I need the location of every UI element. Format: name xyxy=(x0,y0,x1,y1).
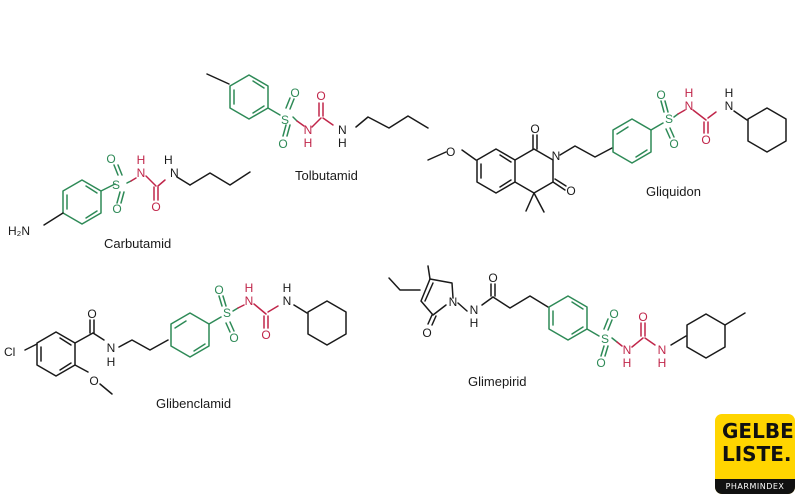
glibenclamid-carbonyl-oxygen-urea: O xyxy=(261,328,270,342)
glibenclamid-nh-nitrogen: N xyxy=(245,294,254,308)
glimepirid-urea-hydrogen: H xyxy=(658,356,667,370)
carbutamid-amine-label: H₂N xyxy=(8,224,30,238)
glibenclamid-structure: Cl O N H O S O O N H O N H xyxy=(4,281,347,395)
logo-line-1: GELBE xyxy=(722,419,794,443)
tolbutamid-butyl-hydrogen: H xyxy=(338,136,347,150)
gliquidon-label: Gliquidon xyxy=(646,184,701,199)
carbutamid-structure: H₂N S O O N H O N H xyxy=(8,152,251,238)
carbutamid-carbonyl-oxygen: O xyxy=(151,200,160,214)
gliquidon-lactam-ring xyxy=(514,148,554,194)
gliquidon-benzo-ring xyxy=(476,148,516,194)
glimepirid-amide-oxygen: O xyxy=(488,271,497,285)
glimepirid-phenyl-ring xyxy=(548,295,588,341)
glibenclamid-nh-hydrogen: H xyxy=(245,281,254,295)
glimepirid-urea-oxygen: O xyxy=(638,310,647,324)
glibenclamid-chlorine-label: Cl xyxy=(4,345,15,359)
carbutamid-benzene-ring xyxy=(62,179,102,225)
tolbutamid-sulfonyl-oxygen-top: O xyxy=(290,86,299,100)
gliquidon-nh-nitrogen: N xyxy=(685,99,694,113)
tolbutamid-butyl-nitrogen: N xyxy=(338,123,347,137)
glibenclamid-methoxy-oxygen: O xyxy=(89,374,98,388)
gliquidon-cyclohexyl-ring xyxy=(747,107,787,153)
gliquidon-methoxy-oxygen: O xyxy=(446,145,455,159)
glimepirid-sulfonyl-oxygen-top: O xyxy=(609,307,618,321)
glibenclamid-sulfur-label: S xyxy=(223,306,231,320)
glimepirid-ring-nitrogen: N xyxy=(449,295,458,309)
glimepirid-cyclohexyl-ring xyxy=(686,313,726,359)
gliquidon-sulfonyl-oxygen-bottom: O xyxy=(669,137,678,151)
glimepirid-nh-nitrogen: N xyxy=(623,343,632,357)
glibenclamid-sulfonyl-oxygen-bottom: O xyxy=(229,331,238,345)
carbutamid-label: Carbutamid xyxy=(104,236,172,251)
gliquidon-ring-nitrogen: N xyxy=(552,149,561,163)
carbutamid-sulfonyl-oxygen-bottom: O xyxy=(112,202,121,216)
tolbutamid-carbonyl-oxygen: O xyxy=(316,89,325,103)
gliquidon-structure: O O N O S O O N H O N H xyxy=(427,86,787,213)
glimepirid-pyrrolinone-ring xyxy=(420,278,454,316)
glimepirid-ring-carbonyl-oxygen: O xyxy=(422,326,431,340)
gliquidon-carbonyl-oxygen-right: O xyxy=(566,184,575,198)
carbutamid-sulfur-label: S xyxy=(112,178,120,192)
tolbutamid-sulfonyl-oxygen-bottom: O xyxy=(278,137,287,151)
gelbe-liste-logo: GELBE LISTE. PHARMINDEX xyxy=(715,414,795,494)
gliquidon-phenyl-ring xyxy=(612,118,652,164)
carbutamid-sulfonyl-oxygen-top: O xyxy=(106,152,115,166)
glibenclamid-sulfonyl-oxygen-top: O xyxy=(214,283,223,297)
glimepirid-sulfonyl-oxygen-bottom: O xyxy=(596,356,605,370)
tolbutamid-benzene-ring xyxy=(229,74,269,120)
carbutamid-butyl-hydrogen: H xyxy=(164,153,173,167)
tolbutamid-label: Tolbutamid xyxy=(295,168,358,183)
glibenclamid-urea-hydrogen: H xyxy=(283,281,292,295)
gliquidon-amide-hydrogen: H xyxy=(725,86,734,100)
glibenclamid-amide-hydrogen: H xyxy=(107,355,116,369)
glibenclamid-urea-nitrogen: N xyxy=(283,294,292,308)
gliquidon-carbonyl-oxygen-top: O xyxy=(530,122,539,136)
glibenclamid-label: Glibenclamid xyxy=(156,396,232,411)
logo-line-2: LISTE. xyxy=(722,442,792,466)
glibenclamid-chlorobenzene-ring xyxy=(36,331,76,377)
tolbutamid-nh-nitrogen: N xyxy=(304,123,313,137)
carbutamid-nh-hydrogen: H xyxy=(137,153,146,167)
glimepirid-nh-hydrogen: H xyxy=(623,356,632,370)
glimepirid-structure: N O N H O S O O N H O N H xyxy=(388,265,746,370)
glimepirid-urea-nitrogen: N xyxy=(658,343,667,357)
glibenclamid-carbonyl-oxygen: O xyxy=(87,307,96,321)
carbutamid-nh-nitrogen: N xyxy=(137,166,146,180)
gliquidon-nh-hydrogen: H xyxy=(685,86,694,100)
glibenclamid-amide-nitrogen: N xyxy=(107,341,116,355)
tolbutamid-sulfur-label: S xyxy=(281,113,289,127)
logo-pharmindex-bar: PHARMINDEX xyxy=(715,479,795,494)
glimepirid-hydrazide-hydrogen: H xyxy=(470,316,479,330)
glimepirid-sulfur-label: S xyxy=(601,332,609,346)
carbutamid-butyl-nitrogen: N xyxy=(170,166,179,180)
tolbutamid-nh-hydrogen: H xyxy=(304,136,313,150)
gliquidon-sulfonyl-oxygen-top: O xyxy=(656,88,665,102)
glimepirid-hydrazide-nitrogen: N xyxy=(470,303,479,317)
glibenclamid-cyclohexyl-ring xyxy=(307,300,347,346)
tolbutamid-structure: S O O N H O N H xyxy=(206,73,429,151)
gliquidon-amide-nitrogen: N xyxy=(725,99,734,113)
glimepirid-label: Glimepirid xyxy=(468,374,527,389)
glibenclamid-phenyl-ring xyxy=(170,312,210,358)
gliquidon-carbonyl-oxygen: O xyxy=(701,133,710,147)
gliquidon-sulfur-label: S xyxy=(665,112,673,126)
